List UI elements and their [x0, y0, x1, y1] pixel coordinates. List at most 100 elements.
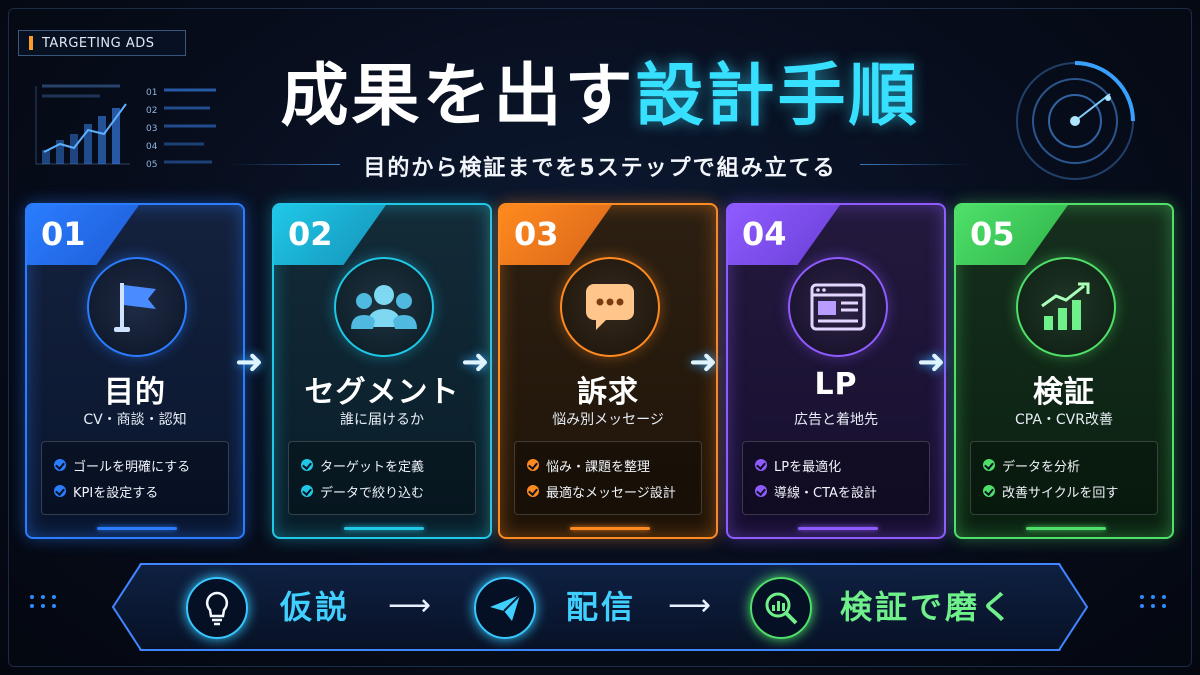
list-item: データを分析 — [983, 452, 1157, 478]
step-icon-ring — [334, 257, 434, 357]
step-number: 02 — [274, 205, 386, 265]
step-desc: 広告と着地先 — [794, 412, 878, 428]
list-item: LPを最適化 — [755, 452, 929, 478]
step-accent-bar — [798, 527, 878, 530]
radar-icon — [1016, 61, 1135, 180]
step-checklist: LPを最適化 導線・CTAを設計 — [742, 441, 930, 515]
chat-bubble-icon — [586, 284, 634, 330]
lightbulb-icon — [205, 591, 229, 626]
growth-chart-icon — [1041, 282, 1090, 330]
decorative-bar-chart — [35, 84, 130, 165]
list-item: 導線・CTAを設計 — [755, 478, 929, 504]
step-card-1: 01 目的 CV・商談・認知 ゴールを明確にする KPIを設定する — [25, 203, 245, 539]
cycle-flow-outline — [112, 563, 1088, 651]
check-icon — [983, 485, 995, 497]
list-item: ターゲットを定義 — [301, 452, 475, 478]
list-label: 01 — [146, 88, 158, 98]
list-item: データで絞り込む — [301, 478, 475, 504]
list-item: ゴールを明確にする — [54, 452, 228, 478]
check-icon — [983, 459, 995, 471]
page-title: 成果を出す設計手順 — [0, 52, 1200, 142]
arrow-right-icon: ⟶ — [388, 588, 432, 623]
step-icon-ring — [560, 257, 660, 357]
step-icon-ring — [788, 257, 888, 357]
check-icon — [755, 459, 767, 471]
arrow-right-icon: ➜ — [689, 342, 718, 382]
step-name: 目的 — [104, 375, 166, 410]
step-accent-bar — [344, 527, 424, 530]
decorative-list: 01 02 03 04 05 — [146, 84, 157, 174]
check-icon — [54, 485, 66, 497]
check-icon — [755, 485, 767, 497]
step-accent-bar — [97, 527, 177, 530]
item-label: LPを最適化 — [774, 459, 842, 475]
title-part-cyan: 設計手順 — [635, 57, 920, 136]
item-label: 悩み・課題を整理 — [546, 459, 651, 475]
step-name: LP — [814, 367, 858, 402]
item-label: データで絞り込む — [320, 485, 425, 501]
step-card-5: 05 検証 CPA・CVR改善 データを分析 改善サイクルを回す — [954, 203, 1174, 539]
category-tag: TARGETING ADS — [18, 30, 186, 56]
arrow-right-icon: ➜ — [917, 342, 946, 382]
step-checklist: データを分析 改善サイクルを回す — [970, 441, 1158, 515]
arrow-right-icon: ⟶ — [668, 588, 712, 623]
title-part-white: 成果を出す — [280, 57, 636, 136]
tag-label: TARGETING ADS — [42, 35, 155, 51]
step-card-2: 02 セグメント 誰に届けるか ターゲットを定義 データで絞り込む — [272, 203, 492, 539]
frame-border — [8, 8, 1192, 667]
check-icon — [527, 485, 539, 497]
verify-icon-ring — [750, 577, 812, 639]
list-label: 04 — [146, 142, 158, 152]
step-name: セグメント — [304, 375, 460, 410]
decorative-lines — [164, 88, 216, 164]
step-desc: 誰に届けるか — [340, 412, 424, 428]
step-number: 03 — [500, 205, 612, 265]
arrow-right-icon: ➜ — [461, 342, 490, 382]
delivery-icon-ring — [474, 577, 536, 639]
list-label: 05 — [146, 160, 158, 170]
webpage-icon — [810, 283, 866, 331]
step-desc: CV・商談・認知 — [83, 412, 187, 428]
subtitle-line-left — [230, 164, 340, 165]
flag-icon — [114, 283, 156, 332]
decorative-dots-left — [30, 595, 58, 608]
flow-label-hypothesis: 仮説 — [280, 588, 351, 626]
list-label: 03 — [146, 124, 158, 134]
step-desc: CPA・CVR改善 — [1015, 412, 1113, 428]
flow-label-verify: 検証で磨く — [840, 588, 1016, 626]
item-label: 導線・CTAを設計 — [774, 485, 877, 501]
step-checklist: ターゲットを定義 データで絞り込む — [288, 441, 476, 515]
arrow-right-icon: ➜ — [235, 342, 264, 382]
item-label: データを分析 — [1002, 459, 1081, 475]
item-label: 改善サイクルを回す — [1002, 485, 1119, 501]
check-icon — [54, 459, 66, 471]
step-checklist: 悩み・課題を整理 最適なメッセージ設計 — [514, 441, 702, 515]
list-item: 悩み・課題を整理 — [527, 452, 701, 478]
list-item: KPIを設定する — [54, 478, 228, 504]
item-label: ゴールを明確にする — [73, 459, 191, 475]
paper-plane-icon — [490, 594, 521, 621]
item-label: ターゲットを定義 — [320, 459, 425, 475]
step-name: 検証 — [1033, 375, 1095, 410]
step-icon-ring — [1016, 257, 1116, 357]
step-accent-bar — [1026, 527, 1106, 530]
decorative-dots-right — [1140, 595, 1168, 608]
step-number: 05 — [956, 205, 1068, 265]
check-icon — [301, 459, 313, 471]
flow-label-delivery: 配信 — [566, 588, 637, 626]
subtitle-line-right — [860, 164, 970, 165]
step-number: 04 — [728, 205, 840, 265]
step-name: 訴求 — [577, 375, 639, 410]
page-subtitle: 目的から検証までを5ステップで組み立てる — [363, 156, 837, 181]
magnifier-chart-icon — [765, 592, 798, 625]
list-item: 最適なメッセージ設計 — [527, 478, 701, 504]
check-icon — [527, 459, 539, 471]
list-label: 02 — [146, 106, 158, 116]
step-card-4: 04 LP 広告と着地先 LPを最適化 導線・CTAを設計 — [726, 203, 946, 539]
check-icon — [301, 485, 313, 497]
step-card-3: 03 訴求 悩み別メッセージ 悩み・課題を整理 最適なメッセージ設計 — [498, 203, 718, 539]
step-desc: 悩み別メッセージ — [552, 412, 664, 428]
hypothesis-icon-ring — [186, 577, 248, 639]
item-label: KPIを設定する — [73, 485, 159, 501]
tag-accent-bar — [29, 36, 33, 50]
